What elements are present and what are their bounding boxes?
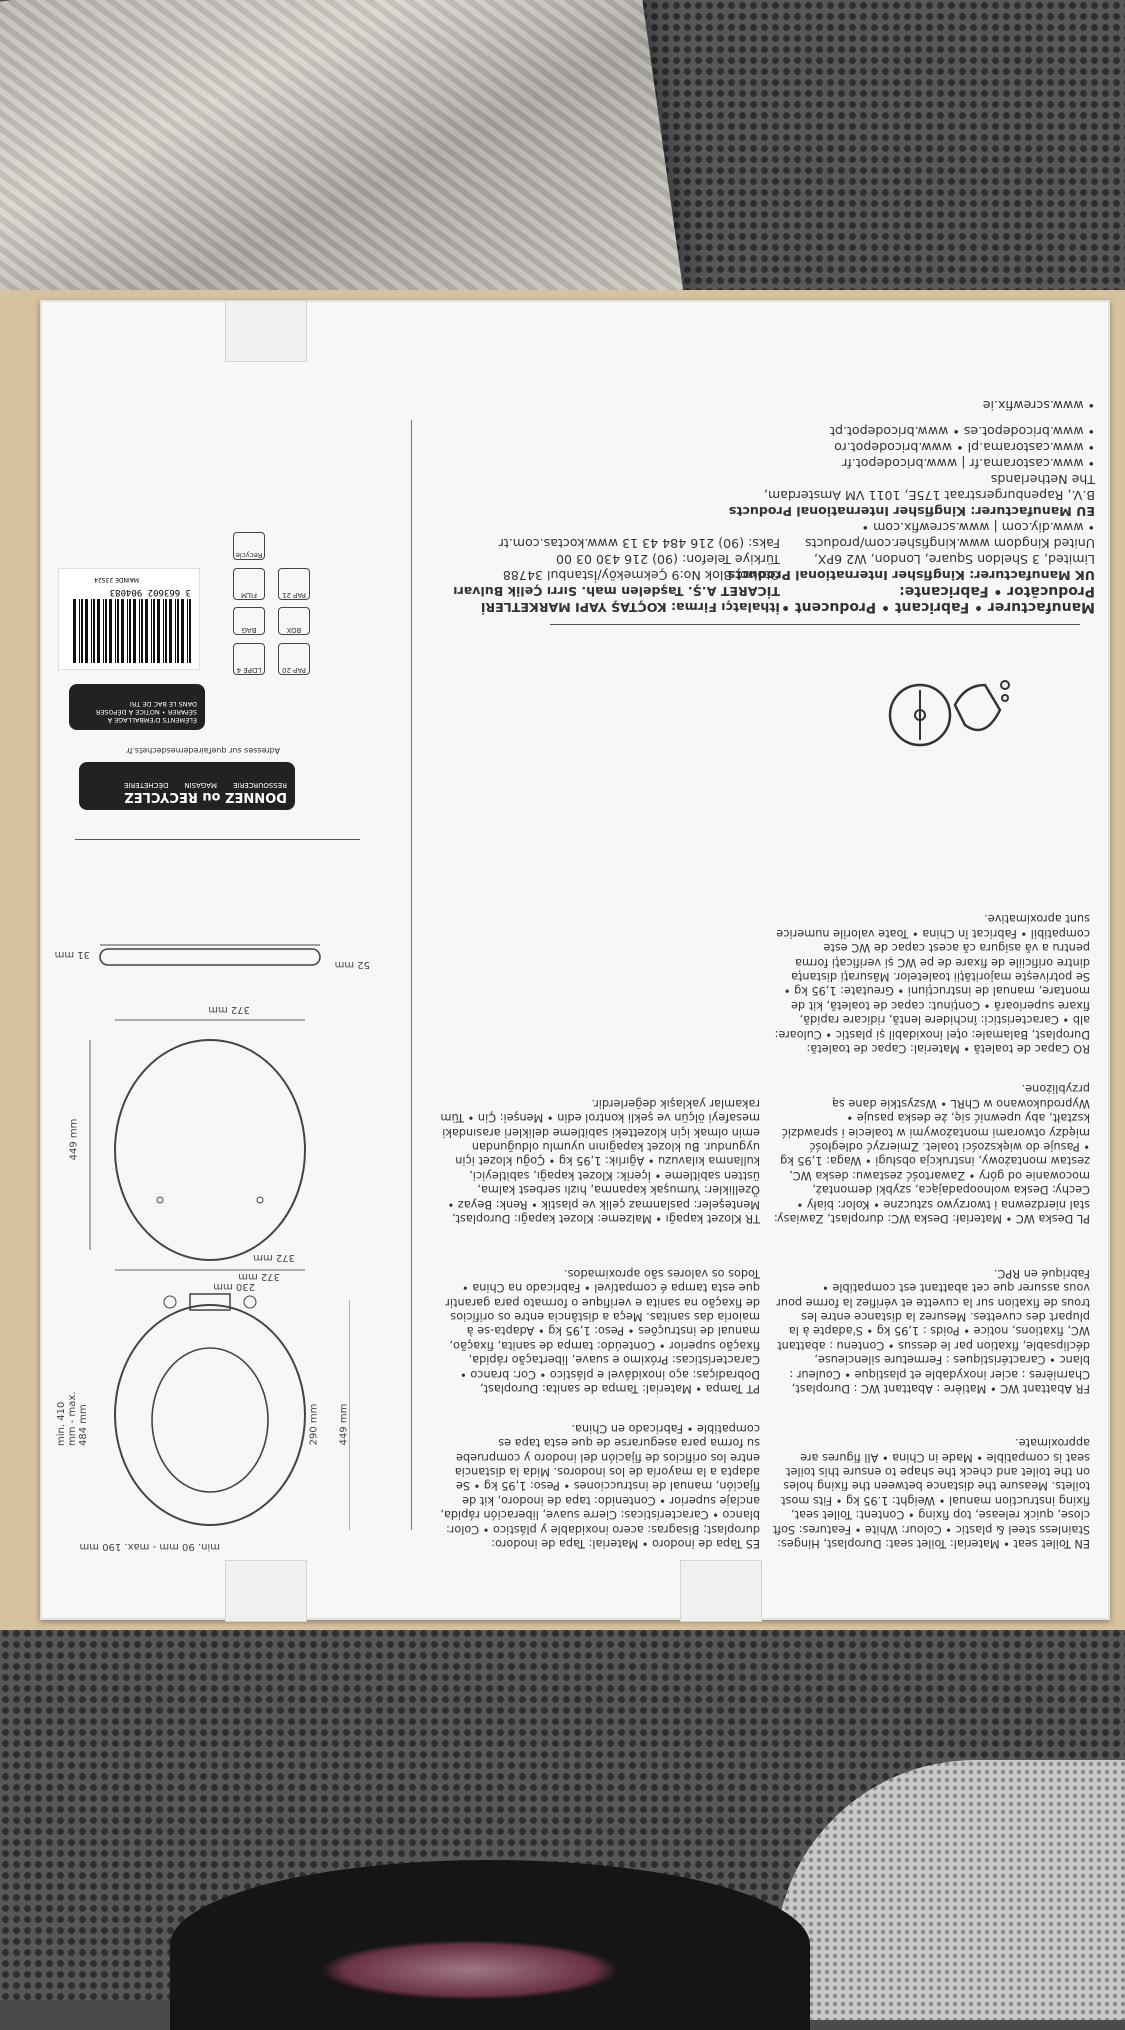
recycling-address: Adresses sur quefairedemesdechets.fr: [126, 746, 280, 755]
pap20-icon: PAP 20: [278, 643, 310, 675]
dark-clothing: [170, 1860, 810, 2030]
box-flap: [225, 1560, 307, 1622]
barcode: 3 663602 904083 MAINDE 23S24: [58, 568, 200, 670]
ldpe-icon: LDPE 4: [233, 643, 265, 675]
profile-depth-label: 31 mm: [54, 949, 90, 960]
box-panel: Manufacturer • Fabricant • Producent • P…: [40, 300, 1110, 1622]
upside-down-print: Manufacturer • Fabricant • Producent • P…: [54, 398, 1095, 1552]
vertical-divider: [411, 420, 412, 1530]
product-text-fr: FR Abattant WC • Matière : Abattant WC :…: [776, 1266, 1090, 1395]
product-text-pt: PT Tampa • Material: Tampa de sanita: Du…: [445, 1266, 760, 1395]
seat-dimension-diagram: [89, 944, 350, 1530]
recycling-banner: DONNEZ ou RECYCLEZ RESSOURCERIE MAGASIN …: [79, 762, 295, 810]
depth-label: 449 mm: [338, 1403, 350, 1446]
barcode-bars: [71, 599, 191, 663]
barcode-number: 3 663602 904083: [109, 587, 191, 597]
box-flap: [680, 1560, 762, 1622]
box-icon: BOX: [278, 607, 310, 635]
triman-note: ÉLÉMENTS D'EMBALLAGE À SÉPARER • NOTICE …: [69, 684, 205, 730]
quick-release-icon: [888, 680, 1010, 747]
divider: [550, 624, 1080, 625]
recycle-icon: Recycle: [233, 532, 265, 560]
product-text-en: EN Toilet seat • Material: Toilet seat: …: [772, 1436, 1090, 1550]
bag-icon: BAG: [233, 607, 265, 635]
pap21-icon: PAP 21: [278, 568, 310, 600]
profile-height-label: 52 mm: [334, 959, 370, 970]
product-text-es: ES Tapa de inodoro • Material: Tapa de i…: [440, 1421, 760, 1550]
box-flap: [225, 300, 307, 362]
hole-spacing-label: min. 90 mm - max. 190 mm: [79, 1541, 220, 1552]
inner-length-label: 290 mm: [308, 1403, 320, 1446]
fit-range-label: min. 410 mm - max. 484 mm: [56, 1391, 89, 1446]
film-icon: FILM: [233, 568, 265, 600]
product-text-ro: RO Capac de toaletă • Material: Capac de…: [774, 912, 1090, 1055]
product-text-tr: TR Klozet kapağı • Malzeme: Klozet kapağ…: [440, 1096, 760, 1225]
importer-block: İthalatçı Firma: KOÇTAŞ YAPI MARKETLERİ …: [453, 536, 780, 615]
inner-width-label: 230 mm: [213, 1281, 255, 1292]
product-text-pl: PL Deska WC • Materiał: Deska WC: duropl…: [773, 1082, 1090, 1225]
width-label: 372 mm: [253, 1252, 295, 1263]
